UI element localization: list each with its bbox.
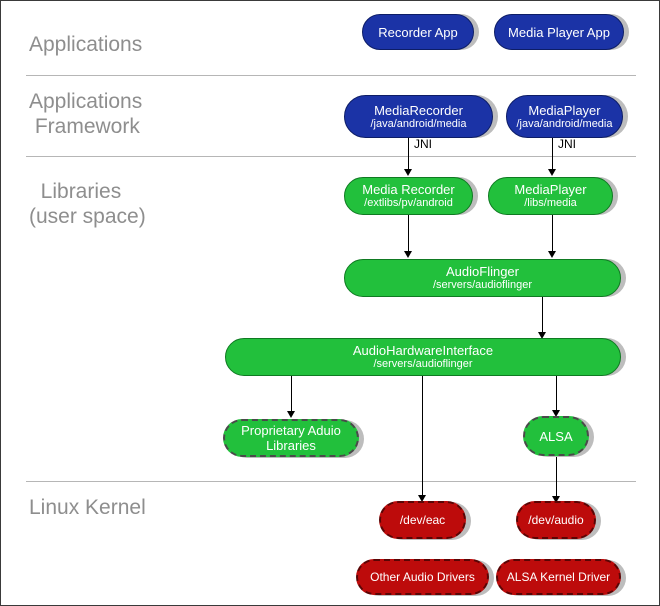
edge-ahi-to-proprietary-libs [291, 375, 292, 412]
edge-ahi-to-dev-eac [422, 375, 423, 496]
edge-media-recorder-lib-to-audioflinger [408, 212, 409, 252]
layer-label-linux-kernel: Linux Kernel [29, 496, 146, 519]
node-subtitle: /extlibs/pv/android [364, 197, 453, 209]
edge-mediaplayer-lib-to-audioflinger [552, 212, 553, 252]
node-title: ALSA Kernel Driver [506, 570, 611, 584]
layer-label-applications: Applications [29, 33, 143, 56]
node-mediaplayer-lib[interactable]: MediaPlayer /libs/media [488, 177, 613, 215]
node-title: MediaPlayer [528, 102, 601, 118]
arrowhead-ahi-to-proprietary-libs [287, 411, 295, 418]
node-title: Media Player App [508, 24, 610, 40]
arrowhead-ahi-to-alsa [552, 410, 560, 417]
layer-label-libraries: Libraries (user space) [29, 180, 146, 228]
node-subtitle: /servers/audioflinger [373, 358, 473, 370]
node-proprietary-audio-libs[interactable]: Proprietary Aduio Libraries [223, 419, 359, 457]
node-media-player-app[interactable]: Media Player App [494, 14, 624, 50]
node-title: AudioFlinger [446, 264, 519, 279]
separator-libraries [26, 481, 636, 482]
node-subtitle: /java/android/media [370, 117, 467, 130]
arrowhead-mediaplayer-to-lib [548, 169, 556, 176]
arrowhead-alsa-to-dev-audio [552, 496, 560, 503]
separator-applications [26, 75, 636, 76]
node-audiohardwareinterface[interactable]: AudioHardwareInterface /servers/audiofli… [225, 338, 621, 376]
node-title: Recorder App [378, 24, 458, 40]
node-mediarecorder-framework[interactable]: MediaRecorder /java/android/media [344, 95, 493, 138]
node-dev-audio[interactable]: /dev/audio [516, 501, 596, 539]
node-title: Other Audio Drivers [370, 570, 475, 584]
node-title: Media Recorder [362, 182, 455, 197]
arrowhead-mediarecorder-to-lib [404, 169, 412, 176]
arrowhead-ahi-to-dev-eac [418, 495, 426, 502]
edge-label-jni-recorder: JNI [414, 137, 432, 151]
node-other-audio-drivers[interactable]: Other Audio Drivers [356, 559, 489, 595]
edge-label-jni-player: JNI [558, 137, 576, 151]
arrowhead-audioflinger-to-ahi [538, 332, 546, 339]
node-subtitle: /servers/audioflinger [432, 279, 533, 291]
node-mediaplayer-framework[interactable]: MediaPlayer /java/android/media [506, 95, 623, 138]
node-title: ALSA [539, 428, 573, 444]
node-dev-eac[interactable]: /dev/eac [379, 501, 466, 539]
node-title: Proprietary Aduio [241, 423, 341, 438]
arrowhead-mediaplayer-lib-to-audioflinger [548, 251, 556, 258]
edge-audioflinger-to-ahi [542, 294, 543, 333]
edge-ahi-to-alsa [556, 375, 557, 411]
edge-mediarecorder-to-lib [408, 138, 409, 170]
node-subtitle: /java/android/media [516, 117, 613, 130]
node-title: /dev/audio [528, 513, 584, 527]
layer-label-app-framework: Applications Framework [29, 90, 143, 138]
edge-mediaplayer-to-lib [552, 138, 553, 170]
arrowhead-media-recorder-lib-to-audioflinger [404, 251, 412, 258]
node-alsa-kernel-driver[interactable]: ALSA Kernel Driver [496, 559, 621, 595]
node-subtitle: /libs/media [524, 197, 577, 209]
node-media-recorder-lib[interactable]: Media Recorder /extlibs/pv/android [344, 177, 473, 215]
edge-alsa-to-dev-audio [556, 456, 557, 497]
node-subtitle: Libraries [266, 438, 316, 453]
node-title: AudioHardwareInterface [352, 343, 494, 358]
node-title: MediaRecorder [374, 102, 463, 118]
node-audioflinger[interactable]: AudioFlinger /servers/audioflinger [344, 259, 621, 297]
node-recorder-app[interactable]: Recorder App [362, 14, 474, 50]
node-alsa[interactable]: ALSA [523, 416, 589, 456]
node-title: /dev/eac [399, 513, 446, 527]
separator-framework [26, 156, 636, 157]
node-title: MediaPlayer [514, 182, 587, 197]
